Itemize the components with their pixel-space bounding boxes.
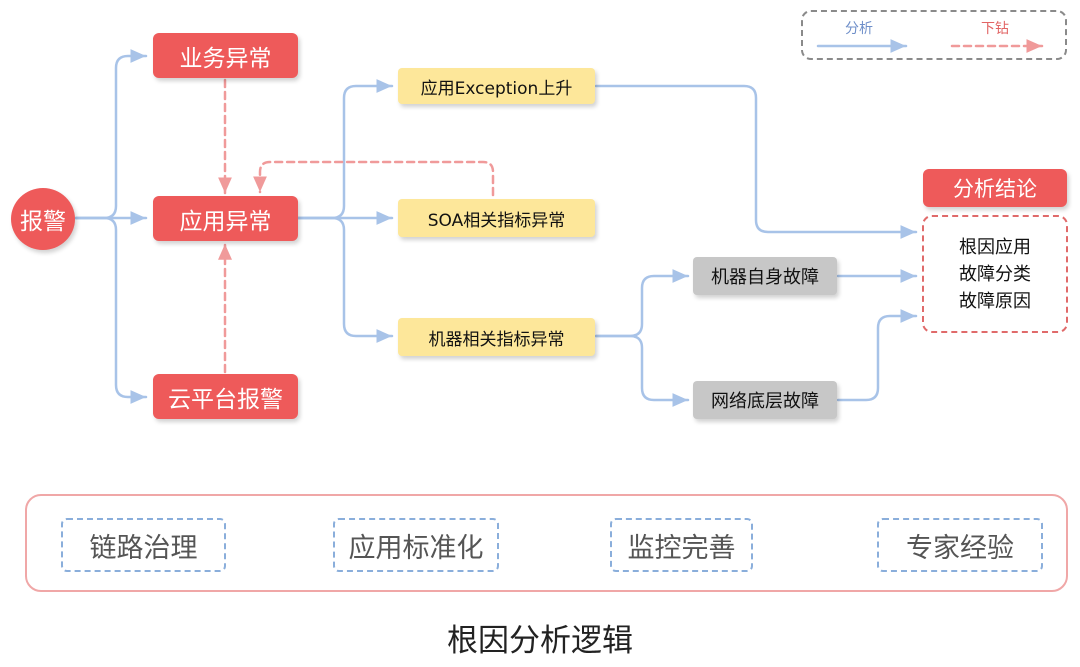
legend-analyze-label: 分析 bbox=[845, 21, 873, 37]
edge-app-exception bbox=[296, 79, 394, 220]
legend-drilldown-label: 下钻 bbox=[981, 21, 1009, 37]
edge-networkfault-conclusion bbox=[836, 309, 918, 402]
edge-soa-drilldown-app bbox=[253, 160, 495, 197]
machine-metrics-node: 机器相关指标异常 bbox=[398, 318, 595, 356]
cloud-alarm-node: 云平台报警 bbox=[153, 374, 298, 419]
conclusion-box: 根因应用 故障分类 故障原因 bbox=[922, 215, 1068, 333]
edge-machine-selffault bbox=[594, 269, 690, 338]
alarm-node: 报警 bbox=[11, 188, 75, 250]
app-exception-node: 应用异常 bbox=[153, 196, 298, 241]
foundation-trace-governance: 链路治理 bbox=[61, 518, 226, 572]
diagram-title: 根因分析逻辑 bbox=[447, 623, 633, 659]
business-exception-node: 业务异常 bbox=[153, 33, 298, 78]
foundation-app-standardization: 应用标准化 bbox=[333, 518, 499, 572]
foundation-panel: 链路治理 应用标准化 监控完善 专家经验 bbox=[25, 494, 1068, 592]
foundation-expert-experience: 专家经验 bbox=[877, 518, 1043, 572]
conclusion-fault-cause: 故障原因 bbox=[959, 290, 1031, 312]
machine-fault-node: 机器自身故障 bbox=[693, 257, 837, 295]
edge-alarm-business bbox=[74, 49, 148, 220]
conclusion-title: 分析结论 bbox=[923, 169, 1067, 207]
conclusion-fault-class: 故障分类 bbox=[959, 263, 1031, 285]
edge-exception-conclusion bbox=[594, 84, 918, 239]
edge-alarm-cloud bbox=[74, 216, 148, 404]
edge-app-machine bbox=[296, 216, 394, 343]
network-fault-node: 网络底层故障 bbox=[693, 381, 837, 419]
conclusion-root-app: 根因应用 bbox=[959, 236, 1031, 258]
foundation-monitoring: 监控完善 bbox=[610, 518, 753, 572]
soa-metrics-node: SOA相关指标异常 bbox=[398, 199, 595, 237]
exception-rise-node: 应用Exception上升 bbox=[398, 68, 595, 104]
edge-machine-networkfault bbox=[594, 334, 690, 407]
legend: 分析 下钻 bbox=[801, 10, 1067, 60]
